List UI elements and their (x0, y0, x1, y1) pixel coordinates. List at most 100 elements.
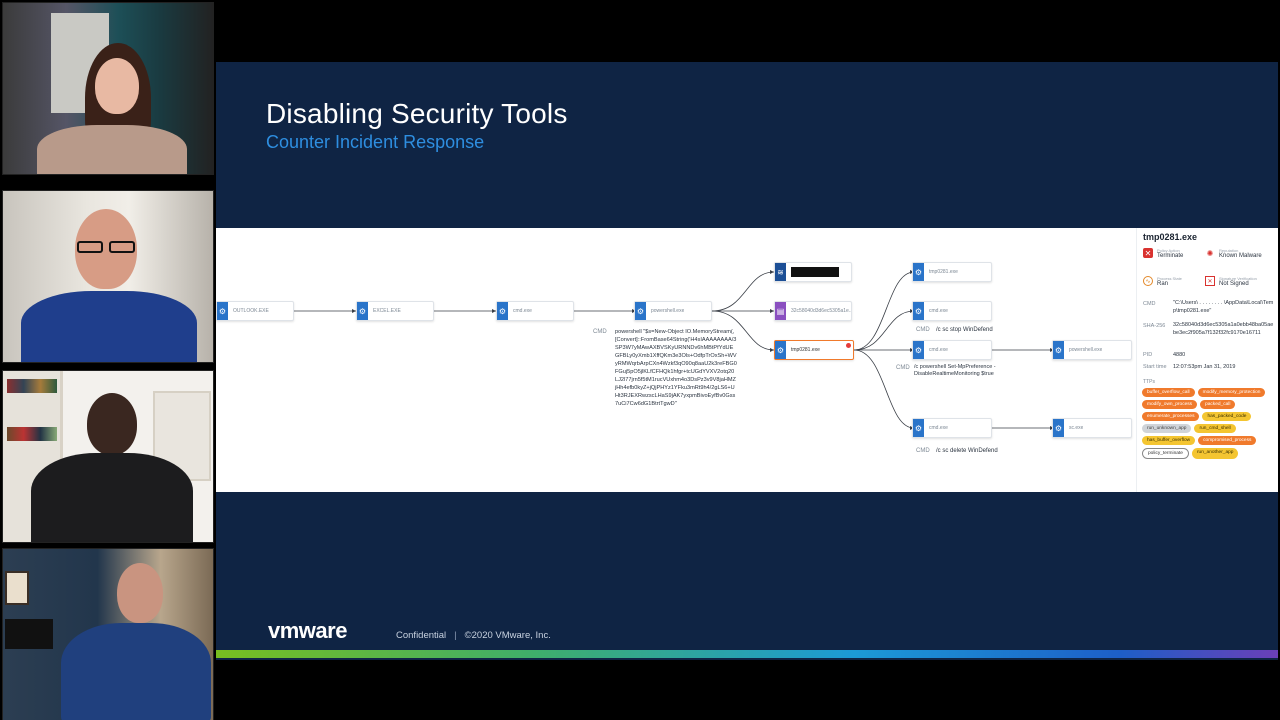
cmd-label-mp: CMD (896, 365, 910, 371)
ttp-badge[interactable]: modify_memory_protection (1197, 388, 1266, 397)
ttp-badge[interactable]: run_another_app (1191, 448, 1239, 459)
shield-icon: ✕ (1143, 248, 1153, 258)
participant-face (117, 563, 163, 623)
node-network-connection[interactable]: ≋ (774, 262, 852, 282)
ttp-badge[interactable]: buffer_overflow_call (1142, 388, 1195, 397)
edge-powershell-network (711, 271, 775, 312)
participant-face (95, 58, 139, 114)
sha256-value: 32c58040d3d6ec5305a1a0ebb48ba05aebe3ec2f… (1173, 322, 1274, 336)
participant-body (21, 291, 197, 362)
bug-icon: ✺ (1206, 248, 1214, 258)
node-powershell[interactable]: ⚙ powershell.exe (634, 301, 712, 321)
process-tree-panel: ⚙ OUTLOOK.EXE ⚙ EXCEL.EXE ⚙ cmd.exe ⚙ po… (216, 228, 1278, 492)
vmware-logo: vmware (268, 618, 347, 643)
edge-tmp-cmddelete (853, 349, 915, 429)
ttp-badge[interactable]: enumerate_processes (1142, 412, 1200, 421)
node-powershell-2[interactable]: ⚙ powershell.exe (1052, 340, 1132, 360)
cmd-label-delete: CMD (916, 448, 930, 454)
delete-command: /c sc delete WinDefend (936, 448, 998, 454)
gear-icon: ⚙ (913, 263, 924, 281)
node-cmd-delete[interactable]: ⚙ cmd.exe (912, 418, 992, 438)
node-sc[interactable]: ⚙ sc.exe (1052, 418, 1132, 438)
gear-icon: ⚙ (913, 419, 924, 437)
alert-icon (846, 343, 851, 348)
node-tmp0281-selected[interactable]: ⚙ tmp0281.exe (774, 340, 854, 360)
ttp-badge[interactable]: modify_own_process (1142, 400, 1198, 409)
footer-confidential: Confidential (396, 630, 447, 641)
node-tmp0281-child[interactable]: ⚙ tmp0281.exe (912, 262, 992, 282)
powershell-command: powershell "$s=New-Object IO.MemoryStrea… (615, 329, 737, 407)
pulse-icon: ∿ (1143, 276, 1153, 286)
ttp-badge[interactable]: run_cmd_shell (1194, 424, 1236, 433)
pid-value: 4880 (1173, 352, 1186, 358)
file-icon: ▤ (775, 302, 786, 320)
ttp-badge[interactable]: policy_terminate (1142, 448, 1189, 459)
participant-face (75, 209, 137, 289)
gear-icon: ⚙ (1053, 419, 1064, 437)
ttps-label: TTPs (1143, 379, 1155, 385)
details-cmd-label: CMD (1143, 301, 1156, 307)
node-outlook[interactable]: ⚙ OUTLOOK.EXE (216, 301, 294, 321)
wifi-icon: ≋ (775, 263, 786, 281)
presentation-slide: Disabling Security Tools Counter Inciden… (216, 62, 1278, 660)
ttp-badge[interactable]: run_unknown_app (1142, 424, 1192, 433)
participant-tile-2[interactable] (2, 190, 214, 363)
wall-picture (5, 571, 29, 605)
gear-icon: ⚙ (913, 341, 924, 359)
edge-powershell-tmp (711, 310, 775, 351)
participant-tile-4[interactable] (2, 548, 214, 720)
slide-footer: Confidential | ©2020 VMware, Inc. (396, 630, 551, 641)
node-cmd-mppreference[interactable]: ⚙ cmd.exe (912, 340, 992, 360)
glasses-icon (75, 241, 137, 253)
gear-icon: ⚙ (357, 302, 368, 320)
node-hash-file[interactable]: ▤ 32c58040d3d6ec5305a1e... (774, 301, 852, 321)
cmd-label-powershell: CMD (593, 329, 607, 335)
participant-body (31, 453, 193, 542)
start-time-value: 12:07:53pm Jan 31, 2019 (1173, 364, 1236, 370)
details-cmd-value: "C:\Users\ . . . . . . . . \AppData\Loca… (1173, 300, 1274, 314)
monitor (5, 619, 53, 649)
participant-tile-1[interactable] (2, 2, 214, 175)
gear-icon: ⚙ (635, 302, 646, 320)
slide-subtitle: Counter Incident Response (266, 132, 485, 152)
ttp-badge[interactable]: packed_call (1200, 400, 1236, 409)
books (7, 379, 57, 393)
gear-icon: ⚙ (217, 302, 228, 320)
gear-icon: ⚙ (1053, 341, 1064, 359)
gear-icon: ⚙ (913, 302, 924, 320)
books (7, 427, 57, 441)
pid-label: PID (1143, 352, 1153, 358)
details-title: tmp0281.exe (1143, 232, 1198, 242)
cmd-label-stop: CMD (916, 327, 930, 333)
participant-body (37, 125, 187, 174)
footer-copyright: ©2020 VMware, Inc. (464, 630, 551, 641)
node-cmd-stop[interactable]: ⚙ cmd.exe (912, 301, 992, 321)
footer-gradient-bar (216, 650, 1278, 658)
stop-command: /c sc stop WinDefend (936, 327, 993, 333)
participant-body (61, 623, 211, 720)
node-excel[interactable]: ⚙ EXCEL.EXE (356, 301, 434, 321)
edge-tmp-cmdstop (853, 310, 915, 351)
node-cmd[interactable]: ⚙ cmd.exe (496, 301, 574, 321)
participant-tile-3[interactable] (2, 370, 214, 543)
ttp-badge[interactable]: has_packed_code (1202, 412, 1252, 421)
participant-tiles (2, 2, 214, 720)
mp-command: /c powershell Set-MpPreference -DisableR… (914, 364, 996, 377)
footer-separator: | (454, 630, 457, 641)
ttp-badge[interactable]: compromised_process (1198, 436, 1257, 445)
ttp-badge[interactable]: has_buffer_overflow (1142, 436, 1196, 445)
redacted-address (791, 267, 839, 277)
sha256-label: SHA-256 (1143, 323, 1166, 329)
slide-title: Disabling Security Tools (266, 98, 568, 129)
gear-icon: ⚙ (775, 341, 786, 359)
gear-icon: ⚙ (497, 302, 508, 320)
edge-tmp-tmpchild (853, 271, 915, 351)
start-time-label: Start time (1143, 364, 1167, 370)
unsigned-file-icon: ✕ (1205, 276, 1215, 286)
